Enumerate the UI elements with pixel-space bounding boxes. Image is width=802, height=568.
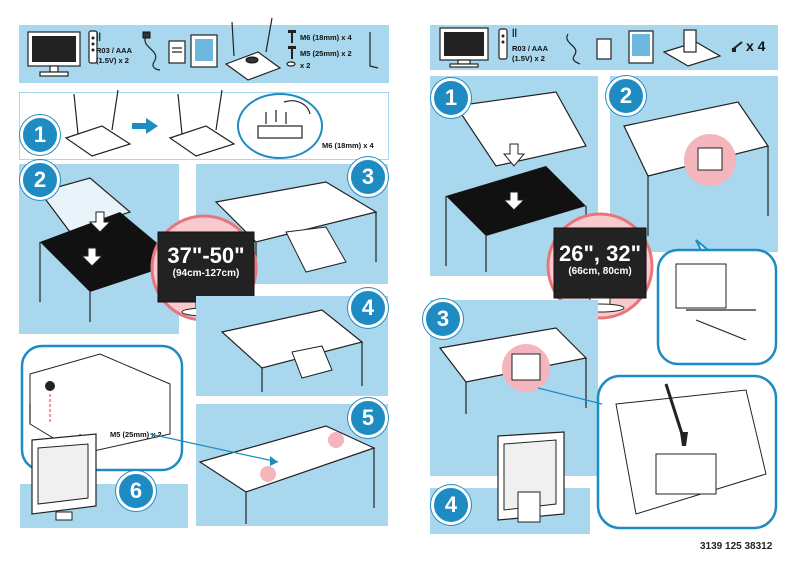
arrow-right-icon — [132, 118, 158, 134]
remote-control-icon — [88, 30, 98, 64]
right-step3-zoom-panel — [596, 374, 778, 530]
power-cord-icon — [142, 31, 161, 71]
left-size-metric: (94cm-127cm) — [172, 268, 240, 279]
right-tv-face-down-drawing — [445, 91, 587, 272]
left-step1-screw-label: M6 (18mm) x 4 — [322, 141, 374, 150]
left-size-badge: 37"-50" (94cm-127cm) — [158, 244, 254, 280]
right-step-badge-3: 3 — [423, 299, 463, 339]
left-step-badge-3: 3 — [348, 157, 388, 197]
right-step-badge-2: 2 — [606, 76, 646, 116]
document-code: 3139 125 38312 — [700, 541, 773, 552]
right-size-badge-drawing — [546, 212, 654, 320]
left-size-value: 37"-50" — [167, 243, 245, 268]
manual-icon — [168, 40, 186, 64]
right-screw-qty: x 4 — [746, 38, 766, 54]
right-battery-label: R03 / AAA — [512, 44, 548, 53]
tv-icon — [439, 27, 489, 68]
right-attach-stand-drawing — [623, 101, 769, 236]
tv-face-down-drawing — [38, 177, 181, 322]
manual-icon — [596, 38, 612, 60]
left-step-badge-1: 1 — [20, 115, 60, 155]
right-tv-rear-drawing — [497, 431, 565, 523]
power-cord-icon — [566, 33, 581, 65]
right-size-badge: 26", 32" (66cm, 80cm) — [554, 242, 646, 278]
allen-key-icon — [369, 32, 379, 69]
right-pointer-line — [537, 387, 603, 405]
left-step-badge-5: 5 — [348, 398, 388, 438]
quick-guide-icon — [190, 34, 218, 68]
right-size-metric: (66cm, 80cm) — [568, 266, 632, 277]
stand-icon — [662, 29, 722, 67]
battery-icon: || — [96, 31, 102, 41]
left-step-badge-6: 6 — [116, 471, 156, 511]
left-step6-screw-label: M5 (25mm) x 2 — [110, 430, 162, 439]
right-step2-zoom-panel — [656, 239, 778, 366]
screw-m5-icon — [288, 46, 296, 59]
quick-guide-icon — [628, 30, 654, 64]
right-step-badge-1: 1 — [431, 78, 471, 118]
left-battery-voltage: (1.5V) x 2 — [96, 56, 129, 65]
screw-m6-icon — [288, 30, 296, 43]
battery-icon: || — [512, 27, 518, 37]
tighten-screws-drawing — [220, 309, 364, 392]
right-size-value: 26", 32" — [558, 241, 642, 266]
right-battery-voltage: (1.5V) x 2 — [512, 54, 545, 63]
left-step-badge-2: 2 — [20, 160, 60, 200]
left-screw-m6-label: M6 (18mm) x 4 — [300, 33, 352, 42]
stand-icon — [224, 17, 282, 81]
attach-stand-drawing — [214, 181, 378, 276]
insert-m5-screws-drawing — [198, 425, 376, 524]
left-battery-label: R03 / AAA — [96, 46, 132, 55]
tv-icon — [27, 31, 81, 77]
screw-icon — [731, 41, 743, 52]
stand-base-drawing — [64, 89, 236, 157]
left-spacer-label: x 2 — [300, 61, 311, 70]
tv-rear-drawing — [31, 433, 97, 521]
m5-pointer-line — [149, 433, 279, 466]
spacer-icon — [286, 61, 296, 67]
step1-zoom-bubble — [237, 93, 323, 159]
right-step-badge-4: 4 — [431, 485, 471, 525]
left-screw-m5-label: M5 (25mm) x 2 — [300, 49, 352, 58]
left-step-badge-4: 4 — [348, 288, 388, 328]
remote-control-icon — [498, 28, 508, 60]
right-tighten-drawing — [438, 327, 588, 414]
